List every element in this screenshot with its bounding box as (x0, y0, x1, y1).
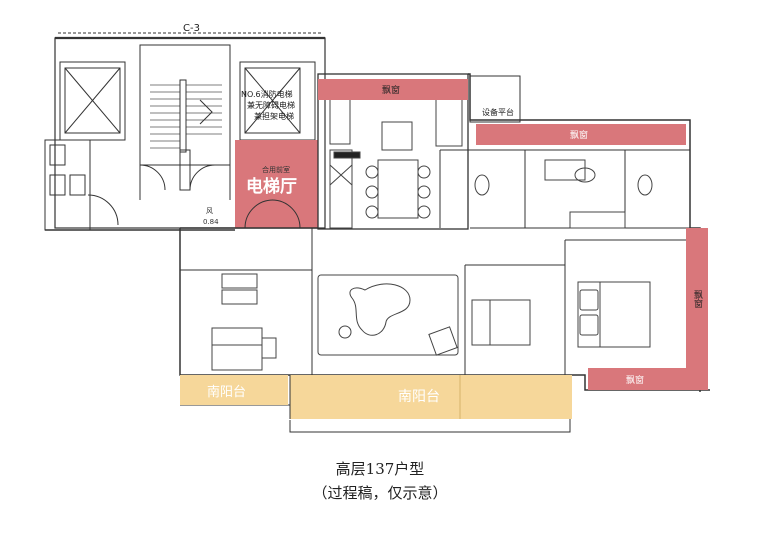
bay-window-bedroom-label: 飘窗 (570, 129, 588, 141)
bay-window-bedroom (476, 124, 686, 145)
bay-window-right (686, 228, 708, 390)
elevator-right (244, 67, 301, 134)
elevator-left (64, 67, 121, 134)
equipment-platform-label: 设备平台 (482, 107, 514, 117)
bay-windows (318, 79, 708, 390)
balcony-small-label: 南阳台 (207, 384, 246, 400)
wind-value: 0.84 (203, 218, 219, 226)
elevator-note-line2: 兼无障碍电梯 (247, 100, 295, 110)
elevator-note-line1: NO.6消防电梯 (241, 89, 293, 99)
wind-label: 风 (206, 207, 213, 215)
bay-window-top (318, 79, 468, 100)
bay-window-bottom-label: 飘窗 (626, 374, 644, 386)
core-block (44, 32, 326, 231)
furniture (211, 83, 653, 419)
elevator-hall-label: 电梯厅 (246, 176, 297, 197)
stair (139, 44, 231, 166)
bay-window-right-label: 飘窗 (692, 290, 703, 309)
elevator-note-line3: 兼担架电梯 (254, 111, 294, 121)
balcony-large-label: 南阳台 (398, 389, 440, 405)
stair-code-label: C-3 (183, 23, 200, 34)
balcony-large-area (290, 375, 572, 419)
balconies (180, 375, 572, 419)
elevator-hall-small-label: 合用前室 (262, 165, 290, 174)
plan-subtitle: （过程稿，仅示意） (312, 484, 448, 502)
bay-window-bottom (588, 368, 706, 390)
plan-title: 高层137户型 (335, 460, 425, 478)
bay-window-top-label: 飘窗 (382, 84, 400, 96)
balcony-small-area (180, 375, 288, 405)
